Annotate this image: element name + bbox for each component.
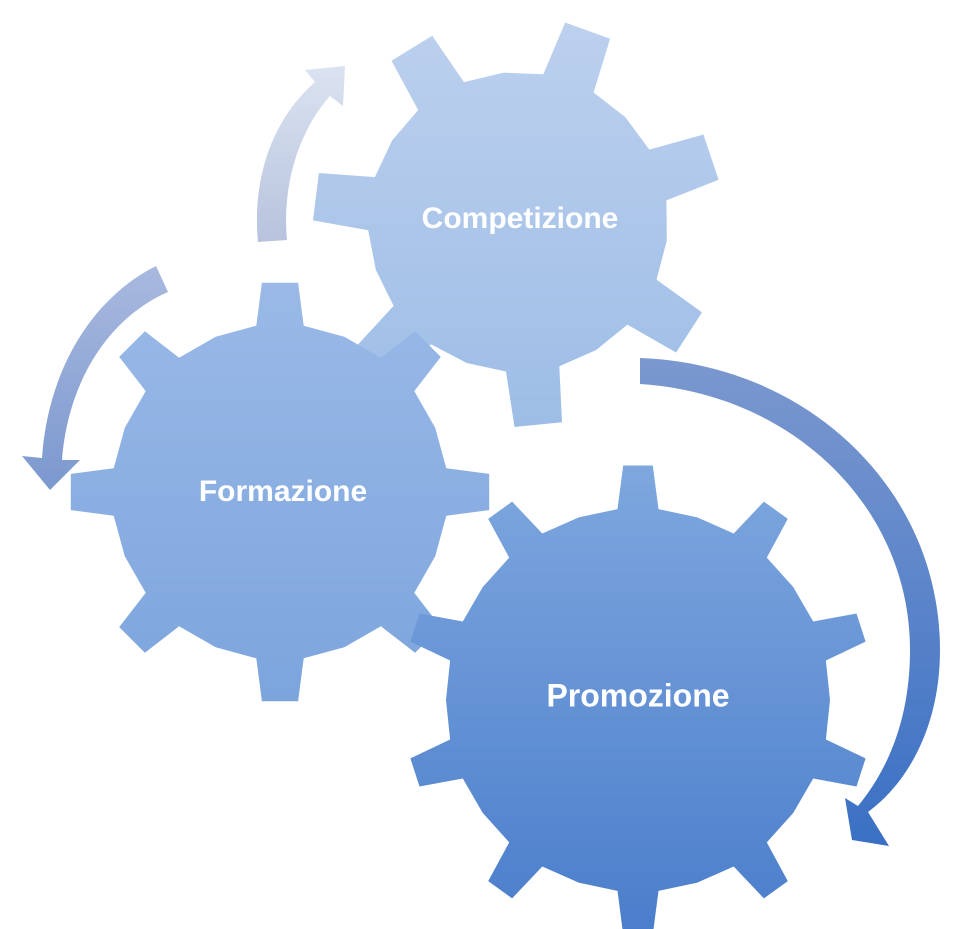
gears xyxy=(70,22,866,929)
arrow-left-loop xyxy=(22,266,168,490)
label-competizione: Competizione xyxy=(422,202,619,235)
cycle-arrows xyxy=(22,66,940,846)
gear-labels: Competizione Formazione Promozione xyxy=(199,202,730,714)
label-formazione: Formazione xyxy=(199,475,367,508)
gear-formazione xyxy=(70,282,490,702)
label-promozione: Promozione xyxy=(546,677,729,713)
gear-competizione xyxy=(313,22,719,427)
arrow-formazione-to-competizione xyxy=(256,66,345,242)
arrow-competizione-to-promozione xyxy=(640,358,940,846)
gear-promozione xyxy=(410,465,866,929)
